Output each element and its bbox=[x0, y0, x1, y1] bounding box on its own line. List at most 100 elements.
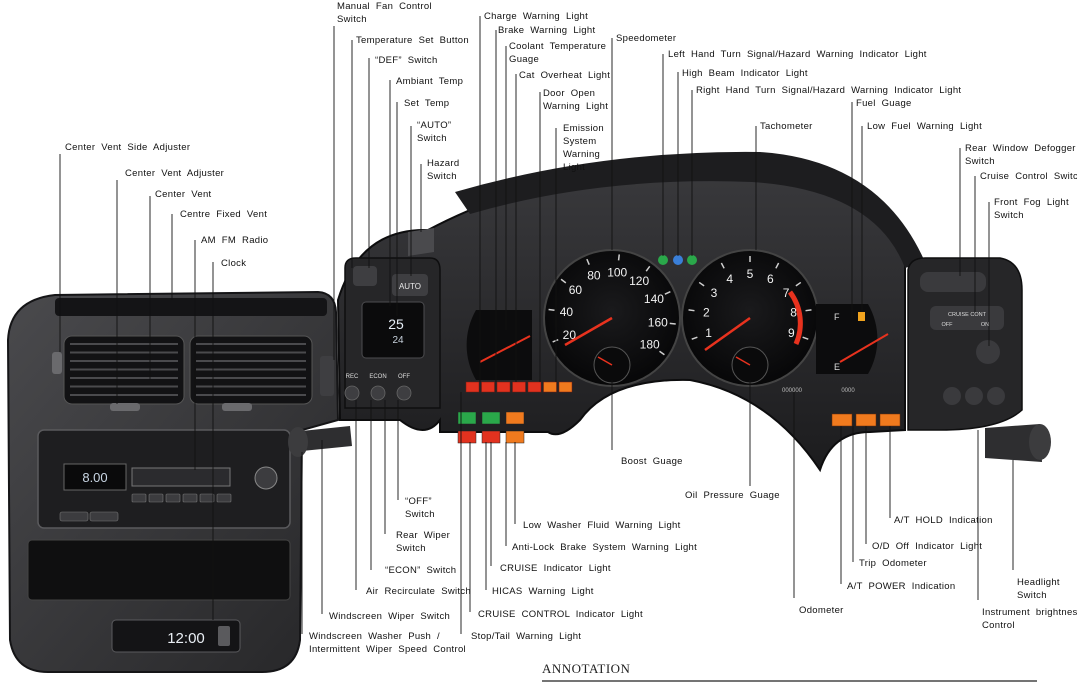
label-line: AM FM Radio bbox=[201, 235, 269, 246]
dial-tick-label: 3 bbox=[711, 286, 718, 300]
climate-econ-button[interactable] bbox=[370, 385, 386, 401]
label-line: Oil Pressure Guage bbox=[685, 490, 780, 501]
radio-volume-knob[interactable] bbox=[254, 466, 278, 490]
def-switch[interactable] bbox=[353, 266, 377, 286]
climate-button-label: ECON bbox=[369, 374, 386, 380]
label-line: Control bbox=[982, 620, 1015, 631]
indicator-light bbox=[505, 430, 525, 444]
climate-rec-button[interactable] bbox=[344, 385, 360, 401]
label-cruise-control-indicator: CRUISE CONTROL Indicator Light bbox=[478, 608, 643, 621]
auto-switch[interactable] bbox=[392, 274, 428, 296]
dial-tick-label: 180 bbox=[640, 337, 660, 351]
label-line: Brake Warning Light bbox=[498, 25, 596, 36]
odometer-display: 000000 bbox=[782, 388, 803, 394]
radio-preset-button[interactable] bbox=[148, 493, 164, 503]
at-indicator-light bbox=[831, 413, 853, 427]
label-cruise-indicator: CRUISE Indicator Light bbox=[500, 562, 611, 575]
radio-preset-button[interactable] bbox=[199, 493, 215, 503]
label-boost-gauge: Boost Guage bbox=[621, 455, 683, 468]
vent-side-adjuster[interactable] bbox=[52, 352, 62, 374]
label-line: Rear Wiper bbox=[396, 530, 451, 541]
dial-tick-label: 120 bbox=[629, 274, 649, 288]
rear-defogger-switch[interactable] bbox=[920, 272, 986, 292]
radio-preset-button[interactable] bbox=[131, 493, 147, 503]
indicator-light bbox=[457, 411, 477, 425]
dial-tick-label: 40 bbox=[560, 305, 574, 319]
label-line: “DEF” Switch bbox=[375, 55, 438, 66]
dial-tick-mark bbox=[548, 308, 555, 312]
climate-off-button[interactable] bbox=[396, 385, 412, 401]
label-line: Windscreen Washer Push / bbox=[309, 631, 440, 642]
oil-pressure-needle bbox=[735, 356, 751, 366]
radio-preset-button[interactable] bbox=[165, 493, 181, 503]
label-line: O/D Off Indicator Light bbox=[872, 541, 983, 552]
set-temp-readout: 25 bbox=[388, 316, 404, 332]
headlight-stalk-knob[interactable] bbox=[1029, 424, 1051, 460]
label-line: Center Vent bbox=[155, 189, 212, 200]
warning-light bbox=[558, 381, 573, 393]
label-odometer: Odometer bbox=[799, 604, 844, 617]
radio-display: 8.00 bbox=[82, 470, 107, 485]
fuel-gauge-needle bbox=[839, 333, 889, 363]
label-tachometer: Tachometer bbox=[760, 120, 813, 133]
clock-adjust-button[interactable] bbox=[218, 626, 230, 646]
headlight-stalk[interactable] bbox=[985, 424, 1042, 462]
rear-wiper-icon-button[interactable] bbox=[943, 387, 961, 405]
rear-wiper-icon-button-3[interactable] bbox=[987, 387, 1005, 405]
climate-button-label: OFF bbox=[398, 374, 410, 380]
radio-mode-button[interactable] bbox=[89, 511, 119, 522]
right-turn-indicator bbox=[687, 255, 697, 265]
front-fog-switch[interactable] bbox=[976, 340, 1000, 364]
at-indicator-light bbox=[855, 413, 877, 427]
label-line: Center Vent Adjuster bbox=[125, 168, 225, 179]
radio-preset-button[interactable] bbox=[182, 493, 198, 503]
label-speedometer: Speedometer bbox=[616, 32, 676, 45]
label-at-hold: A/T HOLD Indication bbox=[894, 514, 993, 527]
high-beam-indicator bbox=[673, 255, 683, 265]
label-line: Emission bbox=[563, 123, 604, 134]
label-line: Switch bbox=[405, 509, 435, 520]
label-line: High Beam Indicator Light bbox=[682, 68, 808, 79]
label-line: Headlight bbox=[1017, 577, 1060, 588]
dial-tick-mark bbox=[659, 350, 665, 356]
label-charge-warning: Charge Warning Light bbox=[484, 10, 588, 23]
label-stop-tail: Stop/Tail Warning Light bbox=[471, 630, 581, 643]
wiper-stalk-knob[interactable] bbox=[288, 427, 308, 457]
dial-tick-mark bbox=[552, 339, 559, 343]
label-line: Set Temp bbox=[404, 98, 450, 109]
label-center-vent: Center Vent bbox=[155, 188, 211, 201]
label-line: CRUISE CONTROL Indicator Light bbox=[478, 609, 643, 620]
radio-display-window bbox=[63, 463, 127, 491]
label-line: Boost Guage bbox=[621, 456, 683, 467]
label-line: Cat Overheat Light bbox=[519, 70, 611, 81]
climate-display bbox=[361, 301, 425, 359]
cruise-control-switch[interactable] bbox=[930, 306, 1004, 330]
label-line: Switch bbox=[396, 543, 426, 554]
cruise-off-label: OFF bbox=[942, 322, 954, 328]
vent-adjuster-knob-left[interactable] bbox=[110, 403, 140, 411]
left-turn-indicator bbox=[658, 255, 668, 265]
label-line: Center Vent Side Adjuster bbox=[65, 142, 191, 153]
label-line: Odometer bbox=[799, 605, 844, 616]
indicator-light bbox=[481, 430, 501, 444]
rear-wiper-icon-button-2[interactable] bbox=[965, 387, 983, 405]
vent-adjuster-knob-right[interactable] bbox=[222, 403, 252, 411]
hazard-switch[interactable] bbox=[408, 228, 434, 256]
clock-housing bbox=[111, 619, 241, 653]
label-line: “ECON” Switch bbox=[385, 565, 457, 576]
manual-fan-switch[interactable] bbox=[320, 356, 334, 396]
warning-light bbox=[512, 381, 526, 393]
warning-light bbox=[465, 381, 480, 393]
radio-preset-button[interactable] bbox=[216, 493, 232, 503]
warning-light bbox=[496, 381, 511, 393]
dial-tick-label: 5 bbox=[747, 267, 754, 281]
label-line: Switch bbox=[427, 171, 457, 182]
radio-mode-button[interactable] bbox=[59, 511, 89, 522]
label-def-switch: “DEF” Switch bbox=[375, 54, 438, 67]
auto-switch-label: AUTO bbox=[399, 282, 421, 291]
